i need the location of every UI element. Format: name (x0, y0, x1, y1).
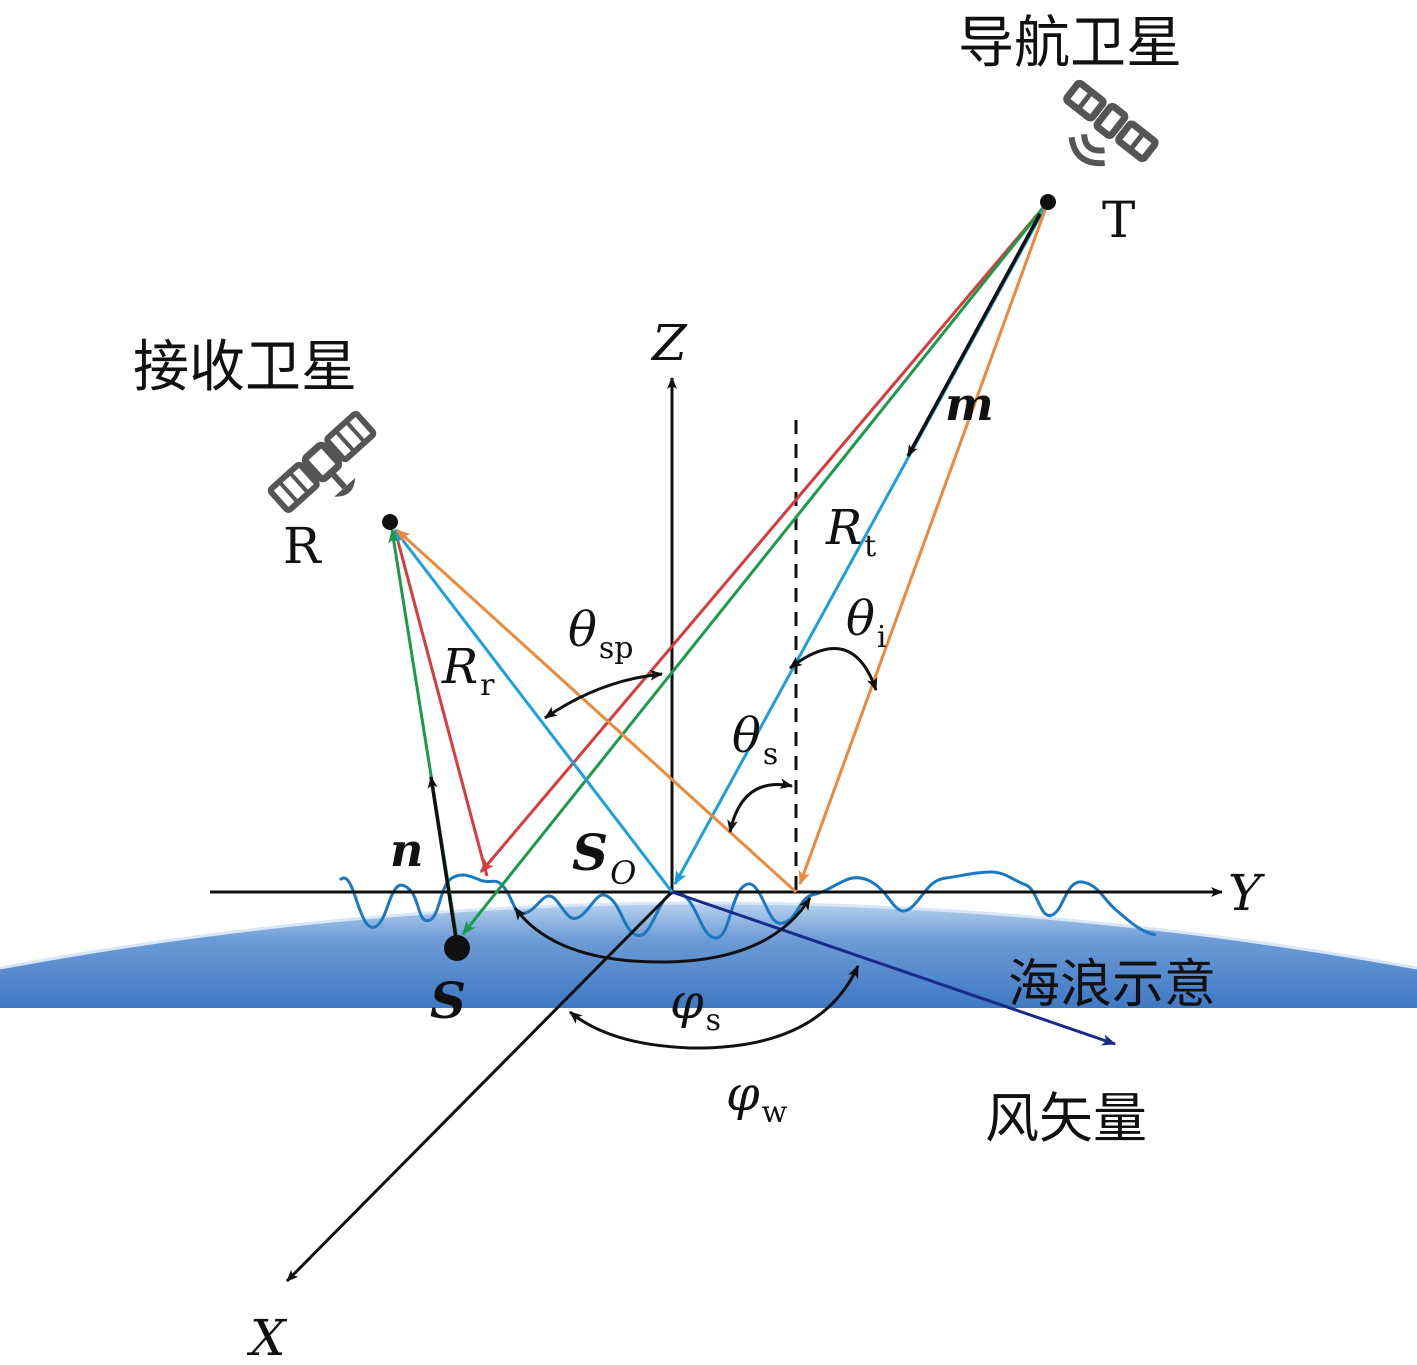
x-axis-label: X (246, 1309, 288, 1365)
receiving-satellite-icon (267, 411, 377, 513)
phi-w-arc (569, 965, 860, 1050)
z-axis-label: Z (650, 314, 688, 372)
theta-s-label: θs (732, 708, 778, 772)
rt-label: Rt (825, 500, 876, 564)
ocean-surface (0, 903, 1417, 1008)
navigation-satellite-icon (1063, 79, 1159, 167)
wave-hint-label: 海浪示意 (1008, 955, 1216, 1015)
origin-so-label: SO (572, 823, 636, 892)
green-path-t-to-s (461, 201, 1050, 935)
cyan-path-origin-to-r (393, 529, 674, 893)
theta-i-arc (789, 646, 878, 692)
wind-vector-label: 风矢量 (985, 1087, 1147, 1150)
navigation-satellite-label: 导航卫星 (958, 11, 1182, 76)
y-axis-label: Y (1228, 864, 1265, 922)
n-vector-arrow (427, 776, 459, 946)
n-vector-label: n (390, 823, 423, 877)
theta-sp-arc (544, 669, 664, 720)
rr-label: Rr (441, 639, 495, 703)
theta-i-label: θi (846, 591, 887, 655)
theta-s-arc (727, 778, 794, 834)
point-t-label: T (1102, 191, 1135, 249)
red-path-surface-to-r (392, 528, 489, 877)
m-vector-arrow (906, 213, 1042, 457)
ocean-wave-line (338, 870, 1157, 940)
phi-s-label: φs (670, 974, 721, 1038)
receiving-satellite-label: 接收卫星 (133, 335, 357, 400)
point-r-label: R (283, 517, 322, 575)
phi-w-label: φw (726, 1066, 788, 1130)
point-r-dot (382, 514, 398, 530)
theta-sp-label: θsp (568, 602, 634, 666)
red-path-t-to-surface (479, 201, 1050, 873)
point-t-dot (1040, 194, 1056, 210)
m-vector-label: m (945, 377, 994, 431)
orange-path-t-to-dashed-foot (798, 201, 1050, 886)
point-s-dot (444, 935, 470, 961)
phi-s-arc (513, 897, 812, 964)
point-s-label: S (430, 971, 466, 1030)
